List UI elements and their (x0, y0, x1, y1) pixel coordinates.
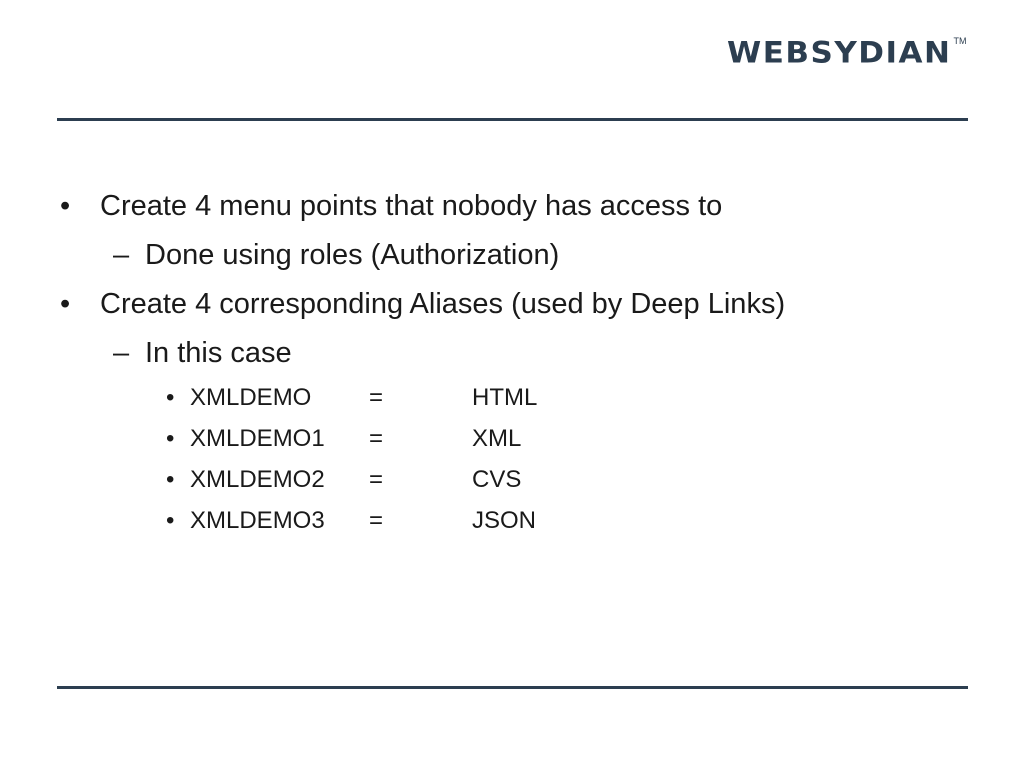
alias-value: CVS (472, 466, 522, 493)
alias-name: XMLDEMO1 (190, 425, 325, 452)
alias-equals: = (369, 507, 384, 534)
alias-equals: = (369, 466, 384, 493)
alias-equals: = (369, 425, 384, 452)
alias-value: XML (472, 425, 522, 452)
alias-item: • XMLDEMO = HTML (166, 384, 586, 412)
alias-item: • XMLDEMO3 = JSON (166, 507, 586, 535)
bullet-text: Create 4 corresponding Aliases (used by … (100, 288, 786, 320)
dash-marker: – (113, 337, 130, 369)
alias-name: XMLDEMO3 (190, 507, 325, 534)
alias-item: • XMLDEMO2 = CVS (166, 466, 586, 494)
bullet-marker: • (60, 288, 71, 320)
sub-bullet-text: Done using roles (Authorization) (145, 239, 560, 271)
header-divider (57, 118, 968, 121)
bullet-marker: • (60, 190, 71, 222)
dash-marker: – (113, 239, 130, 271)
bullet-marker: • (166, 384, 175, 411)
websydian-logo: WEBSYDIAN TM (727, 34, 966, 74)
sub-bullet-text: In this case (145, 337, 292, 369)
footer-divider (57, 686, 968, 689)
logo-wordmark: WEBSYDIAN (727, 35, 952, 71)
alias-name: XMLDEMO2 (190, 466, 325, 493)
logo-trademark: TM (953, 36, 967, 46)
alias-item: • XMLDEMO1 = XML (166, 425, 586, 453)
alias-equals: = (369, 384, 384, 411)
alias-value: JSON (472, 507, 537, 534)
alias-value: HTML (472, 384, 538, 411)
bullet-marker: • (166, 466, 175, 493)
bullet-marker: • (166, 425, 175, 452)
alias-name: XMLDEMO (190, 384, 312, 411)
bullet-text: Create 4 menu points that nobody has acc… (100, 190, 723, 222)
bullet-marker: • (166, 507, 175, 534)
